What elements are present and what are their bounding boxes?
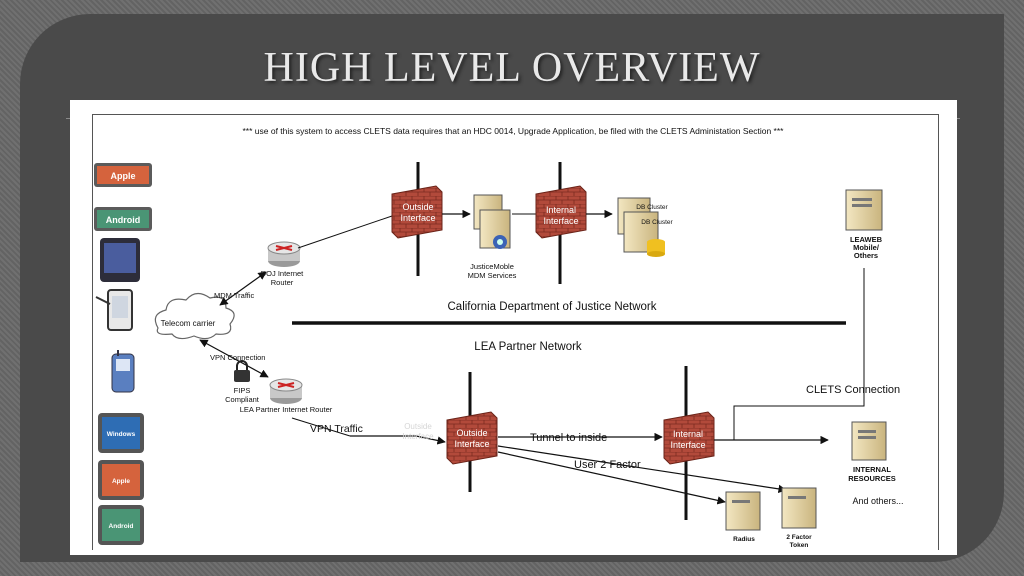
doj-router-label-1: DOJ Internet xyxy=(261,269,304,278)
network-diagram: *** use of this system to access CLETS d… xyxy=(94,126,904,549)
justicemobile-label-1: JusticeMoble xyxy=(470,262,514,271)
mdm-traffic-arrow xyxy=(219,271,267,306)
token-label-1: 2 Factor xyxy=(786,534,812,541)
token-label-2: Token xyxy=(790,542,809,549)
device-windows: Windows xyxy=(98,413,144,453)
db-cluster-label-1: DB Cluster xyxy=(636,204,668,211)
internal-resources-server-icon xyxy=(851,421,887,461)
router-to-vpn-line xyxy=(291,417,351,437)
doj-internal-label-1: Internal xyxy=(546,205,576,215)
telecom-cloud-icon xyxy=(154,292,235,340)
internal-resources-label-2: RESOURCES xyxy=(848,474,896,483)
radius-server-icon xyxy=(725,491,761,531)
justicemobile-server-icon xyxy=(473,194,511,249)
token-server-icon xyxy=(781,487,817,529)
lea-router-label: LEA Partner Internet Router xyxy=(240,405,333,414)
svg-text:Android: Android xyxy=(106,215,141,225)
lock-icon xyxy=(234,360,250,382)
lea-network-label: LEA Partner Network xyxy=(474,341,582,353)
radius-label: Radius xyxy=(733,536,755,543)
lea-router-icon xyxy=(269,378,303,404)
db-cluster-server-icon xyxy=(617,197,665,257)
svg-text:Windows: Windows xyxy=(107,431,136,438)
svg-text:Apple: Apple xyxy=(112,478,130,485)
cellphone-icon xyxy=(111,350,135,393)
fips-label-2: Compliant xyxy=(225,395,260,404)
fips-label-1: FIPS xyxy=(234,386,251,395)
doj-internal-firewall-icon xyxy=(535,185,587,239)
router-to-firewall-line xyxy=(297,215,393,249)
vpn-connection-label: VPN Connection xyxy=(210,353,265,362)
device-android-bottom: Android xyxy=(98,505,144,545)
doj-network-label: California Department of Justice Network xyxy=(448,301,657,313)
diagram-border xyxy=(92,114,939,550)
vpn-traffic-label: VPN Traffic xyxy=(310,423,363,435)
leaweb-server-icon xyxy=(845,189,883,231)
device-android-top: Android xyxy=(94,207,152,231)
justicemobile-label-2: MDM Services xyxy=(468,271,517,280)
doj-router-label-2: Router xyxy=(271,278,294,287)
svg-text:Android: Android xyxy=(109,523,134,530)
device-apple-top: Apple xyxy=(94,163,152,187)
doj-outside-label-2: Interface xyxy=(400,213,435,223)
device-apple-bottom: Apple xyxy=(98,460,144,500)
tablet-icon xyxy=(100,238,140,282)
svg-text:Apple: Apple xyxy=(110,171,135,181)
lea-outside-label-2: Interface xyxy=(454,439,489,449)
clets-connection-line xyxy=(733,268,865,440)
lea-outside-ghost-1: Outside xyxy=(404,422,432,431)
lea-internal-label-2: Interface xyxy=(670,440,705,450)
doj-internal-label-2: Interface xyxy=(543,216,578,226)
mdm-traffic-label: MDM Traffic xyxy=(214,291,255,300)
slide-title: HIGH LEVEL OVERVIEW xyxy=(263,45,761,91)
tunnel-label: Tunnel to inside xyxy=(530,432,607,444)
doj-outside-label-1: Outside xyxy=(402,202,433,212)
lea-internal-firewall-icon xyxy=(663,411,715,465)
doj-router-icon xyxy=(267,241,301,267)
leaweb-label-3: Others xyxy=(854,251,878,260)
clets-notice: *** use of this system to access CLETS d… xyxy=(243,126,785,136)
lea-outside-ghost-2: Interface xyxy=(402,432,434,441)
telecom-label: Telecom carrier xyxy=(161,319,216,328)
user2factor-label: User 2 Factor xyxy=(574,459,641,471)
lea-outside-firewall-icon xyxy=(446,411,498,465)
db-cluster-label-2: DB Cluster xyxy=(641,219,673,226)
internal-resources-label-1: INTERNAL xyxy=(853,465,891,474)
diagram-panel: *** use of this system to access CLETS d… xyxy=(70,100,957,555)
leaweb-label-1: LEAWEB xyxy=(850,235,883,244)
leaweb-label-2: Mobile/ xyxy=(853,243,880,252)
clets-connection-label: CLETS Connection xyxy=(806,384,900,396)
doj-outside-firewall-icon xyxy=(391,185,443,239)
vpn-traffic-arrow xyxy=(350,435,446,445)
and-others-label: And others... xyxy=(852,496,903,506)
user2factor-token-arrow xyxy=(497,445,787,494)
lea-outside-label-1: Outside xyxy=(456,428,487,438)
lea-internal-label-1: Internal xyxy=(673,429,703,439)
pda-icon xyxy=(95,289,133,331)
vpn-connection-arrow xyxy=(199,339,269,378)
